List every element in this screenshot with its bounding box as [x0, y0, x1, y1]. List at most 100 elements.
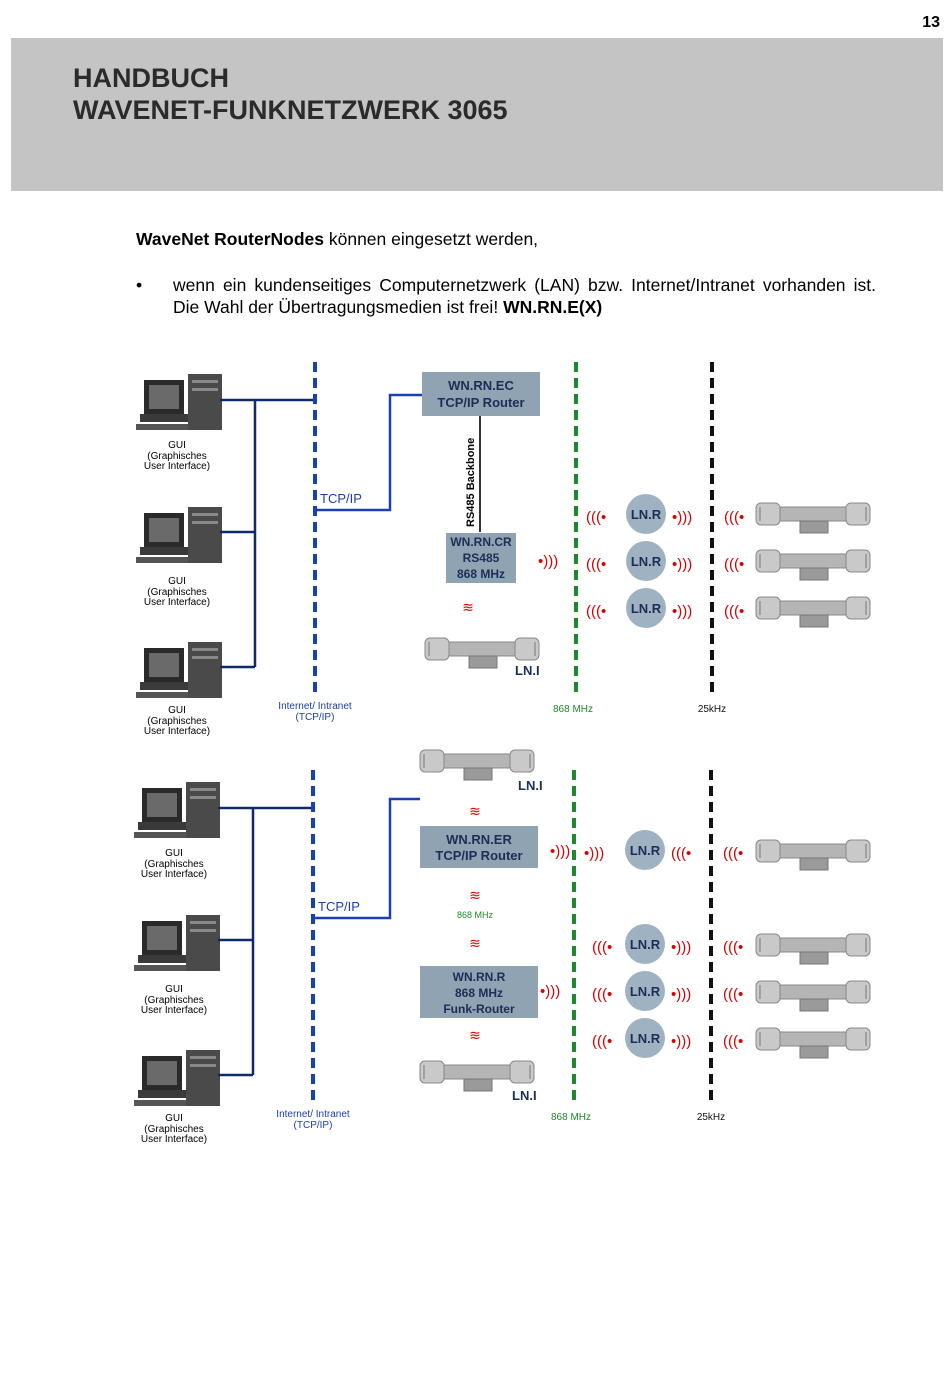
radio-signal-icon: ≋ [469, 887, 481, 903]
gui-label-3c: User Interface) [141, 1134, 207, 1145]
tcpip-line [315, 393, 422, 512]
lnr-node [626, 588, 666, 628]
tcpip-line [313, 797, 420, 920]
radio-signal-icon: •))) [671, 986, 691, 1003]
freq-868-label: 868 MHz [553, 704, 593, 715]
router-cr-box [446, 533, 516, 583]
intro-rest: können eingesetzt werden, [324, 229, 539, 249]
lock-cylinder-icon [419, 749, 535, 781]
lnr-node [625, 924, 665, 964]
bullet-body: wenn ein kundenseitiges Computernetzwerk… [173, 275, 876, 317]
router-cr-label-2: RS485 [463, 551, 500, 565]
lnr-node [625, 830, 665, 870]
lnr-row: (((• LN.R •))) (((• [586, 541, 871, 581]
lnr-label: LN.R [630, 1031, 661, 1046]
bullet-symbol: • [136, 275, 143, 295]
radio-signal-icon: (((• [592, 986, 612, 1003]
gui-label-3b: (Graphisches [144, 1124, 203, 1135]
router-ec-label: WN.RN.EC [448, 378, 514, 393]
radio-signal-icon: ≋ [462, 599, 474, 615]
gui-label-2b: (Graphisches [147, 587, 206, 598]
computer-icon [136, 374, 222, 430]
lock-cylinder-icon [755, 549, 871, 581]
radio-signal-icon: •))) [672, 556, 692, 573]
radio-signal-icon: (((• [592, 939, 612, 956]
tcpip-label: TCP/IP [318, 899, 360, 914]
radio-signal-icon: ≋ [469, 1027, 481, 1043]
computer-icon [134, 1050, 220, 1106]
router-r-box [420, 966, 538, 1018]
radio-signal-icon: (((• [723, 986, 743, 1003]
computer-icon [134, 782, 220, 838]
lnr-label: LN.R [630, 937, 661, 952]
lni-label: LN.I [518, 778, 543, 793]
radio-signal-icon: •))) [550, 843, 570, 860]
radio-signal-icon: (((• [724, 556, 744, 573]
diagram-bottom: GUI (Graphisches User Interface) GUI (Gr… [134, 749, 871, 1145]
header-band: HANDBUCH WAVENET-FUNKNETZWERK 3065 [11, 38, 943, 191]
title-line-2: WAVENET-FUNKNETZWERK 3065 [73, 95, 508, 125]
lock-cylinder-icon [755, 596, 871, 628]
gui-label-1b: (Graphisches [144, 859, 203, 870]
gui-label-3: GUI [168, 705, 186, 716]
router-er-label: WN.RN.ER [446, 832, 512, 847]
network-diagram: GUI (Graphisches User Interface) GUI (Gr… [134, 362, 871, 1145]
intro-bold: WaveNet RouterNodes [136, 229, 324, 249]
router-ec-box [422, 372, 540, 416]
gui-label-3: GUI [165, 1113, 183, 1124]
router-r-label: WN.RN.R [453, 970, 506, 984]
router-er-label-2: TCP/IP Router [435, 848, 522, 863]
lni-label: LN.I [515, 663, 540, 678]
gui-label-2: GUI [168, 576, 186, 587]
lnr-row: (((• LN.R •))) (((• [586, 494, 871, 534]
lock-cylinder-icon [419, 1060, 535, 1092]
router-ec-label-2: TCP/IP Router [437, 395, 524, 410]
gui-label-2b: (Graphisches [144, 995, 203, 1006]
lnr-label: LN.R [630, 984, 661, 999]
radio-signal-icon: (((• [671, 845, 691, 862]
router-r-label-2: 868 MHz [455, 986, 503, 1000]
gui-label-2c: User Interface) [141, 1005, 207, 1016]
lock-cylinder-icon [755, 502, 871, 534]
intro-paragraph: WaveNet RouterNodes können eingesetzt we… [136, 228, 876, 250]
radio-signal-icon: ≋ [469, 935, 481, 951]
freq-25-label: 25kHz [698, 704, 726, 715]
internet-label: Internet/ Intranet [278, 701, 352, 712]
gui-label-3c: User Interface) [144, 726, 210, 737]
internet-label-2: (TCP/IP) [296, 712, 335, 723]
mid-868-label: 868 MHz [457, 910, 494, 920]
title-line-1: HANDBUCH [73, 63, 229, 93]
lnr-row: (((• LN.R •))) (((• [592, 1018, 871, 1059]
diagram-top: GUI (Graphisches User Interface) GUI (Gr… [136, 362, 871, 737]
radio-signal-icon: (((• [592, 1033, 612, 1050]
computer-icon [136, 507, 222, 563]
lan-lines [220, 398, 315, 669]
gui-label-1: GUI [165, 848, 183, 859]
gui-label-3b: (Graphisches [147, 716, 206, 727]
gui-label-1b: (Graphisches [147, 451, 206, 462]
lnr-row: (((• LN.R •))) (((• [592, 971, 871, 1012]
lnr-node [626, 494, 666, 534]
lock-cylinder-icon [755, 839, 871, 871]
radio-signal-icon: (((• [723, 1033, 743, 1050]
bullet-bold: WN.RN.E(X) [503, 297, 603, 317]
radio-signal-icon: (((• [723, 939, 743, 956]
lnr-row: •))) LN.R (((• (((• [584, 830, 871, 871]
lock-cylinder-icon [755, 980, 871, 1012]
radio-signal-icon: •))) [672, 509, 692, 526]
lnr-node [625, 971, 665, 1011]
document-title: HANDBUCH WAVENET-FUNKNETZWERK 3065 [73, 62, 508, 126]
router-cr-label: WN.RN.CR [450, 535, 512, 549]
radio-signal-icon: •))) [584, 845, 604, 862]
radio-signal-icon: •))) [671, 1033, 691, 1050]
lni-label: LN.I [512, 1088, 537, 1103]
radio-signal-icon: (((• [586, 509, 606, 526]
lan-lines [218, 806, 313, 1077]
computer-icon [134, 915, 220, 971]
page-number: 13 [922, 14, 940, 31]
lnr-label: LN.R [631, 507, 662, 522]
radio-signal-icon: •))) [540, 983, 560, 1000]
radio-signal-icon: (((• [586, 556, 606, 573]
lock-cylinder-icon [755, 933, 871, 965]
lnr-node [625, 1018, 665, 1058]
